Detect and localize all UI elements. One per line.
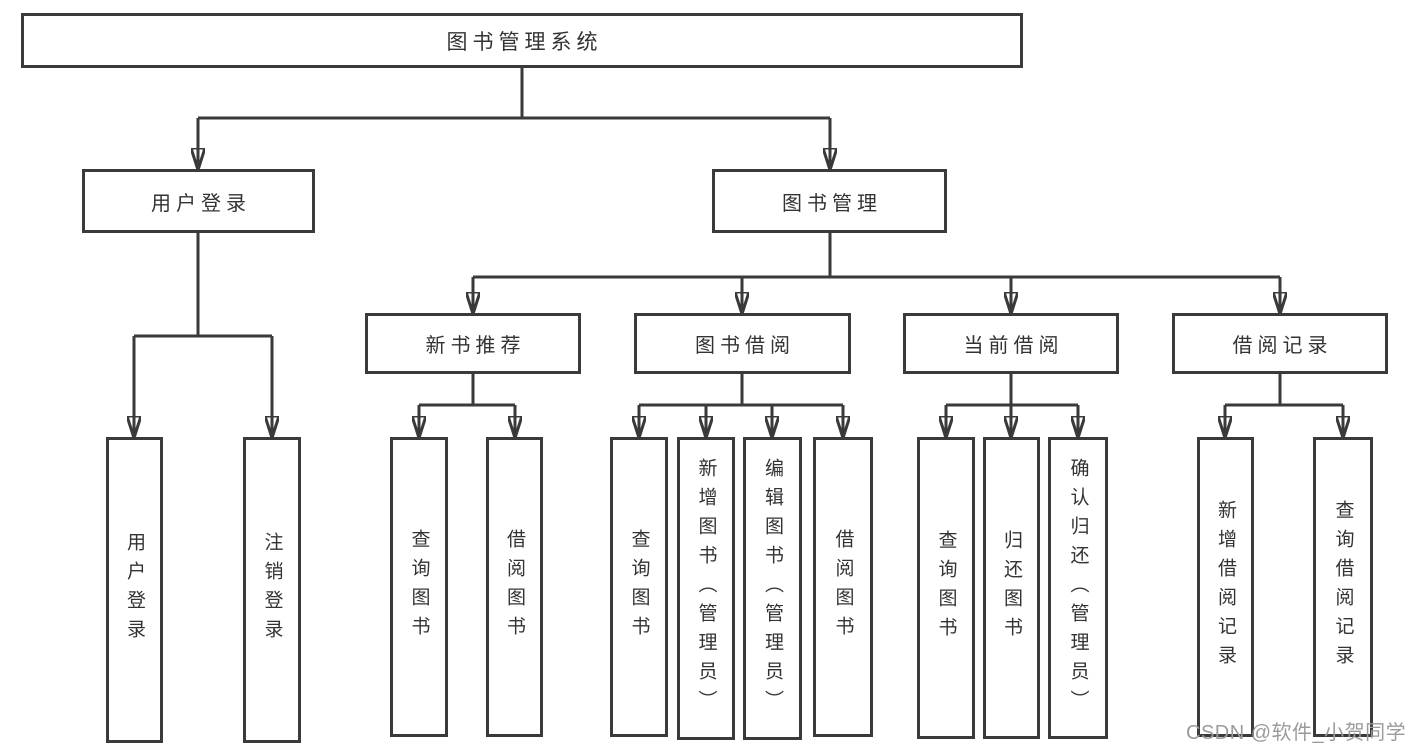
node-label: 查询借阅记录 [1332,500,1354,674]
node-borrow-records: 借阅记录 [1172,313,1388,374]
node-system-root: 图书管理系统 [21,13,1023,68]
node-leaf-confirm-return-admin: 确认归还（管理员） [1048,437,1108,739]
node-label: 借阅图书 [832,529,854,645]
node-leaf-borrow-books-1: 借阅图书 [486,437,543,737]
node-book-borrow: 图书借阅 [634,313,851,374]
node-label: 编辑图书（管理员） [762,458,783,719]
node-leaf-query-books-3: 查询图书 [917,437,975,739]
node-leaf-user-login: 用户登录 [106,437,163,743]
node-leaf-query-borrow-record: 查询借阅记录 [1313,437,1373,737]
connector-user-login [134,233,272,437]
connector-new-book-rec [419,374,515,437]
node-label: 归还图书 [1001,530,1022,646]
connector-root [198,68,830,169]
node-leaf-borrow-books-2: 借阅图书 [813,437,873,737]
connector-borrow-records [1225,374,1343,437]
node-new-book-recommend: 新书推荐 [365,313,581,374]
csdn-watermark: CSDN @软件_小贺同学 [1186,722,1405,744]
node-label: 查询图书 [628,529,650,645]
node-leaf-add-borrow-record: 新增借阅记录 [1197,437,1254,737]
node-user-login-module: 用户登录 [82,169,315,233]
node-label: 查询图书 [408,529,430,645]
node-current-borrow: 当前借阅 [903,313,1119,374]
connector-book-management [473,233,1280,313]
node-leaf-return-book: 归还图书 [983,437,1040,739]
node-label: 注销登录 [261,532,283,648]
node-leaf-query-books-1: 查询图书 [390,437,448,737]
node-leaf-add-book-admin: 新增图书（管理员） [677,437,735,740]
node-leaf-query-books-2: 查询图书 [610,437,668,737]
node-book-management-module: 图书管理 [712,169,947,233]
node-label: 查询图书 [935,530,957,646]
connector-book-borrow [639,374,843,437]
node-label: 借阅图书 [504,529,525,645]
node-label: 确认归还（管理员） [1067,457,1089,719]
node-label: 用户登录 [124,532,145,648]
node-label: 新增图书（管理员） [695,458,717,719]
connector-current-borrow [946,374,1078,437]
node-leaf-edit-book-admin: 编辑图书（管理员） [743,437,802,740]
node-label: 新增借阅记录 [1215,500,1236,674]
node-leaf-logout: 注销登录 [243,437,301,743]
